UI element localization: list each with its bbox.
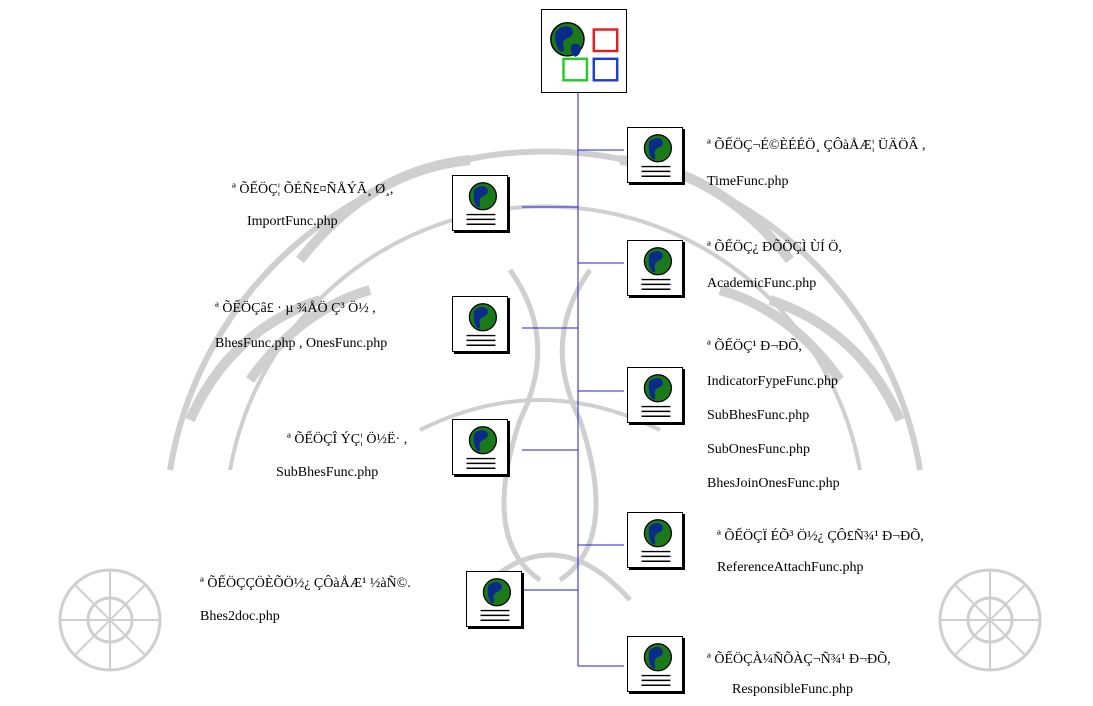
- import-func-node: [452, 175, 508, 231]
- bhes2doc-node: [466, 571, 522, 627]
- bhes-func-node: [452, 296, 508, 352]
- indicator-func-title: ª ÕẾÖÇ¹ Ð¬ÐÕ,: [707, 339, 802, 354]
- indicator-func-file-4: BhesJoinOnesFunc.php: [707, 476, 840, 491]
- subbhes-func-file: SubBhesFunc.php: [276, 465, 379, 480]
- indicator-func-label: ª ÕẾÖÇ¹ Ð¬ÐÕ, IndicatorFypeFunc.php SubB…: [707, 338, 840, 493]
- indicator-func-node: [627, 367, 683, 423]
- globe-with-boxes-icon: [550, 21, 619, 82]
- reference-func-title: ª ÕẾÖÇÏ ÉÕ³ Ö½¿ ÇÔ£Ñ¾¹ Ð¬ÐÕ,: [717, 529, 924, 544]
- bhes-func-title: ª ÕẾÖÇâ£ · µ ¾ÅÖ Ç³ Ö½ ,: [215, 301, 376, 316]
- web-page-icon: [641, 374, 673, 417]
- academic-func-label: ª ÕẾÖÇ¿ ÐÕÖÇÌ ÙÍ Ö, AcademicFunc.php: [707, 239, 842, 293]
- web-page-icon: [641, 134, 673, 177]
- web-page-icon: [480, 578, 512, 621]
- web-page-icon: [641, 247, 673, 290]
- web-page-icon: [466, 182, 498, 225]
- web-page-icon: [466, 303, 498, 346]
- import-func-file: ImportFunc.php: [247, 214, 338, 229]
- web-page-icon: [641, 519, 673, 562]
- responsible-func-title: ª ÕẾÖÇÀ¼ÑÕÀÇ¬Ñ¾¹ Ð¬ÐÕ,: [707, 652, 891, 667]
- responsible-func-node: [627, 636, 683, 692]
- bhes-func-file: BhesFunc.php , OnesFunc.php: [215, 336, 388, 351]
- bhes2doc-file: Bhes2doc.php: [200, 609, 280, 624]
- import-func-title: ª ÕẾÖÇ¦ ÕÉÑ£¤ÑÅÝÃ¸ Ø¸,: [232, 182, 394, 197]
- indicator-func-file-2: SubBhesFunc.php: [707, 408, 810, 423]
- import-func-label: ª ÕẾÖÇ¦ ÕÉÑ£¤ÑÅÝÃ¸ Ø¸, ImportFunc.php: [232, 181, 393, 231]
- responsible-func-label: ª ÕẾÖÇÀ¼ÑÕÀÇ¬Ñ¾¹ Ð¬ÐÕ, ResponsibleFunc.p…: [707, 651, 891, 699]
- time-func-title: ª ÕẾÖÇ¬É©ÈÉÉÖ¸ ÇÔàÅÆ¦ ÜÄÖÂ ,: [707, 138, 926, 153]
- reference-func-node: [627, 512, 683, 568]
- responsible-func-file: ResponsibleFunc.php: [732, 682, 853, 697]
- root-module-node: [541, 9, 627, 93]
- indicator-func-file-3: SubOnesFunc.php: [707, 442, 811, 457]
- bhes2doc-label: ª ÕẾÖÇÇÖÈÕÖ½¿ ÇÔàÅÆ¹ ½àÑ©. Bhes2doc.php: [200, 575, 411, 626]
- bhes-func-label: ª ÕẾÖÇâ£ · µ ¾ÅÖ Ç³ Ö½ , BhesFunc.php , …: [200, 300, 387, 353]
- reference-func-label: ª ÕẾÖÇÏ ÉÕ³ Ö½¿ ÇÔ£Ñ¾¹ Ð¬ÐÕ, ReferenceAt…: [717, 528, 924, 577]
- academic-func-file: AcademicFunc.php: [707, 276, 817, 291]
- indicator-func-file-1: IndicatorFypeFunc.php: [707, 374, 839, 389]
- academic-func-title: ª ÕẾÖÇ¿ ÐÕÖÇÌ ÙÍ Ö,: [707, 240, 842, 255]
- subbhes-func-node: [452, 419, 508, 475]
- web-page-icon: [641, 643, 673, 686]
- subbhes-func-label: ª ÕẾÖÇÎ ÝÇ¦ Ö½Ë· , SubBhesFunc.php: [276, 431, 408, 482]
- reference-func-file: ReferenceAttachFunc.php: [717, 560, 864, 575]
- academic-func-node: [627, 240, 683, 296]
- subbhes-func-title: ª ÕẾÖÇÎ ÝÇ¦ Ö½Ë· ,: [287, 432, 408, 447]
- bhes2doc-title: ª ÕẾÖÇÇÖÈÕÖ½¿ ÇÔàÅÆ¹ ½àÑ©.: [200, 576, 411, 591]
- web-page-icon: [466, 426, 498, 469]
- time-func-file: TimeFunc.php: [707, 174, 789, 189]
- time-func-label: ª ÕẾÖÇ¬É©ÈÉÉÖ¸ ÇÔàÅÆ¦ ÜÄÖÂ , TimeFunc.ph…: [707, 137, 925, 191]
- time-func-node: [627, 127, 683, 183]
